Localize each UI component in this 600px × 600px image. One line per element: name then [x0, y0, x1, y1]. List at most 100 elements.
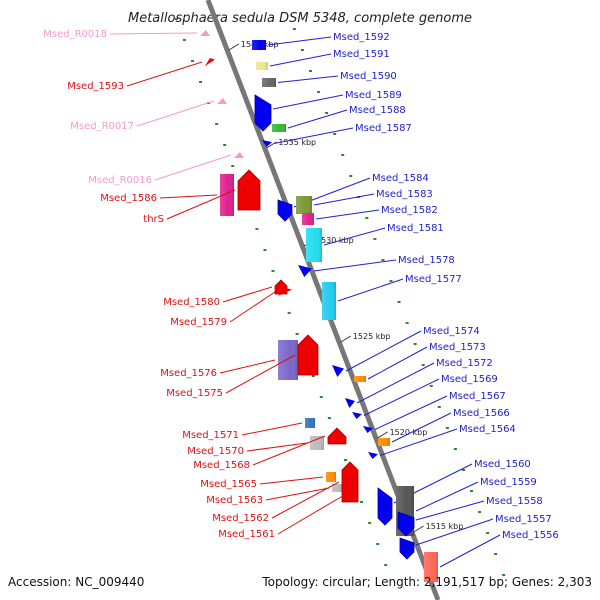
- gene-feature: [237, 169, 261, 211]
- gene-msed-1593[interactable]: Msed_1593: [67, 58, 215, 92]
- gene-feature-shade: [310, 436, 324, 450]
- gene-label: Msed_1584: [372, 173, 429, 184]
- gene-msed-1575[interactable]: Msed_1575: [166, 334, 319, 399]
- gene-feature: [399, 537, 415, 560]
- gene-leader-line: [159, 194, 218, 199]
- gene-msed-1583[interactable]: Msed_1583: [296, 189, 433, 214]
- gene-msed-1576[interactable]: Msed_1576: [160, 340, 298, 380]
- track-dot: [231, 165, 235, 167]
- gene-msed-1584[interactable]: Msed_1584: [277, 173, 429, 222]
- gene-leader-line: [367, 346, 428, 380]
- track-dot: [292, 28, 296, 30]
- gene-msed-1578[interactable]: Msed_1578: [298, 255, 455, 277]
- gene-feature-shade: [326, 472, 336, 482]
- gene-label: Msed_R0016: [88, 175, 152, 186]
- gene-label: Msed_1579: [170, 317, 227, 328]
- gene-msed-1579[interactable]: Msed_1579: [170, 288, 292, 328]
- track-dot: [470, 490, 473, 492]
- gene-leader-line: [222, 286, 273, 303]
- gene-label: Msed_1563: [206, 495, 263, 506]
- gene-msed-r0016[interactable]: Msed_R0016: [88, 152, 244, 186]
- reverse-strand: Msed_R0018Msed_1593Msed_R0017Msed_R0016M…: [43, 29, 359, 540]
- track-dot: [343, 459, 347, 461]
- gene-label: Msed_1574: [423, 326, 480, 337]
- gene-msed-1590[interactable]: Msed_1590: [262, 71, 397, 87]
- track-dot: [389, 280, 393, 282]
- track-dot: [263, 249, 267, 251]
- gene-msed-1577[interactable]: Msed_1577: [322, 274, 462, 320]
- gene-label: Msed_R0018: [43, 29, 107, 40]
- track-dot: [182, 39, 186, 41]
- gene-msed-1572[interactable]: Msed_1572: [345, 358, 493, 408]
- gene-msed-1591[interactable]: Msed_1591: [256, 49, 390, 70]
- gene-label: Msed_1572: [436, 358, 493, 369]
- gene-msed-1582[interactable]: Msed_1582: [302, 205, 438, 225]
- accession-label: Accession: NC_009440: [8, 575, 144, 589]
- gene-msed-r0017[interactable]: Msed_R0017: [70, 98, 227, 132]
- gene-leader-line: [415, 481, 479, 512]
- ruler-tick-mark: [228, 43, 240, 51]
- gene-leader-line: [415, 518, 494, 546]
- gene-msed-1581[interactable]: Msed_1581: [306, 223, 444, 262]
- gene-msed-1566[interactable]: Msed_1566: [378, 408, 510, 446]
- gene-msed-1588[interactable]: Msed_1588: [272, 105, 406, 132]
- gene-label: Msed_1556: [502, 530, 559, 541]
- gene-feature-shade: [424, 552, 438, 582]
- gene-msed-1558[interactable]: Msed_1558: [397, 496, 543, 537]
- gene-feature-shade: [354, 376, 366, 382]
- gene-msed-1567[interactable]: Msed_1567: [363, 391, 506, 433]
- gene-msed-1580[interactable]: Msed_1580: [163, 279, 288, 308]
- topology-label: Topology: circular; Length: 2,191,517 bp…: [261, 575, 592, 589]
- track-dot: [445, 427, 449, 429]
- track-dot: [381, 259, 385, 261]
- gene-leader-line: [246, 442, 308, 452]
- gene-msed-1568[interactable]: Msed_1568: [193, 427, 347, 471]
- gene-leader-line: [277, 493, 347, 535]
- gene-msed-1569[interactable]: Msed_1569: [352, 374, 498, 419]
- track-dot: [376, 543, 380, 545]
- gene-msed-r0018[interactable]: Msed_R0018: [43, 29, 210, 40]
- track-dot: [437, 406, 441, 408]
- gene-leader-line: [269, 53, 332, 67]
- gene-thrs[interactable]: thrS: [143, 169, 261, 225]
- gene-label: Msed_1561: [218, 529, 275, 540]
- gene-leader-line: [272, 94, 344, 110]
- forward-strand: Msed_1592Msed_1591Msed_1590Msed_1589Msed…: [252, 32, 559, 582]
- gene-label: Msed_1573: [429, 342, 486, 353]
- gene-feature-shade: [306, 228, 322, 262]
- gene-leader-line: [229, 291, 276, 323]
- gene-feature: [217, 98, 227, 104]
- gene-msed-1592[interactable]: Msed_1592: [252, 32, 390, 50]
- gene-msed-1557[interactable]: Msed_1557: [399, 514, 552, 560]
- gene-label: Msed_1570: [187, 446, 244, 457]
- track-dot: [494, 553, 498, 555]
- gene-label: thrS: [143, 214, 164, 225]
- gene-msed-1586[interactable]: Msed_1586: [100, 174, 234, 216]
- gene-msed-1562[interactable]: Msed_1562: [212, 461, 359, 524]
- track-dot: [384, 564, 388, 566]
- track-dot: [421, 364, 425, 366]
- gene-msed-1573[interactable]: Msed_1573: [354, 342, 486, 382]
- gene-feature: [297, 334, 319, 376]
- gene-label: Msed_1576: [160, 368, 217, 379]
- gene-msed-1564[interactable]: Msed_1564: [368, 424, 516, 459]
- gene-feature-shade: [278, 340, 298, 380]
- gene-feature: [368, 452, 378, 459]
- gene-feature: [298, 265, 312, 277]
- gene-msed-1565[interactable]: Msed_1565: [200, 472, 336, 490]
- gene-feature-shade: [262, 78, 276, 87]
- gene-label: Msed_1567: [449, 391, 506, 402]
- gene-msed-1561[interactable]: Msed_1561: [218, 490, 359, 540]
- gene-msed-1574[interactable]: Msed_1574: [332, 326, 480, 377]
- gene-msed-1570[interactable]: Msed_1570: [187, 436, 324, 457]
- gene-label: Msed_1565: [200, 479, 257, 490]
- gene-msed-1556[interactable]: Msed_1556: [424, 530, 559, 582]
- gene-leader-line: [313, 259, 397, 272]
- gene-msed-1571[interactable]: Msed_1571: [182, 418, 315, 441]
- gene-msed-1563[interactable]: Msed_1563: [206, 484, 342, 506]
- track-dot: [373, 238, 377, 240]
- gene-label: Msed_1566: [453, 408, 510, 419]
- gene-msed-1589[interactable]: Msed_1589: [254, 90, 402, 132]
- gene-msed-1587[interactable]: Msed_1587: [262, 123, 412, 147]
